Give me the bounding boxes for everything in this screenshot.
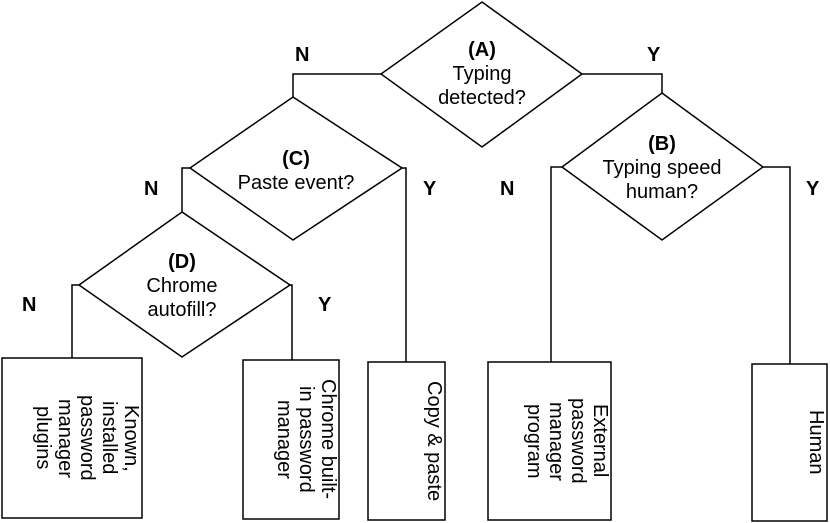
decision-b-no: N (500, 178, 515, 200)
decision-d-line2: autofill? (147, 299, 217, 321)
edge-d-no (71, 284, 79, 358)
outcome-external-program-line2: password (567, 398, 589, 484)
outcome-external-program: External password manager program (488, 362, 611, 520)
edge-a-yes (582, 73, 663, 93)
decision-b-line2: human? (625, 181, 699, 203)
outcome-external-program-line4: program (523, 403, 545, 479)
decision-a-line1: Typing (452, 63, 512, 85)
decision-c-shape (188, 96, 404, 241)
decision-a-label: (A) Typing detected? (432, 38, 532, 110)
outcome-human-line1: Human (805, 410, 827, 475)
edge-c-no (181, 167, 190, 212)
outcome-known-plugins-line5: plugins (32, 406, 54, 470)
outcome-known-plugins-line2: installed (98, 401, 120, 475)
outcome-known-plugins-box (1, 357, 143, 519)
decision-a-shape (379, 1, 584, 148)
decision-d-label: (D) Chrome autofill? (122, 250, 242, 322)
edge-b-no (550, 166, 562, 362)
edge-d-yes (290, 284, 293, 360)
outcome-external-program-line3: manager (545, 401, 567, 481)
outcome-chrome-builtin-line1: Chrome built- (317, 379, 339, 500)
outcome-copy-paste: Copy & paste (368, 362, 445, 520)
decision-a-line2: detected? (438, 87, 526, 109)
outcome-copy-paste-box (367, 361, 446, 521)
outcome-known-plugins: Known, installed password manager plugin… (2, 358, 142, 518)
decision-b-label: (B) Typing speed human? (592, 132, 732, 204)
outcome-chrome-builtin-box (242, 359, 340, 520)
edge-b-yes (763, 166, 791, 364)
decision-d-no: N (22, 294, 37, 316)
outcome-external-program-box (487, 361, 612, 521)
outcome-known-plugins-line4: manager (54, 398, 76, 478)
outcome-chrome-builtin-line3: manager (273, 400, 295, 479)
decision-d-yes: Y (318, 294, 332, 316)
edge-c-yes (402, 167, 407, 362)
decision-a-id: (A) (468, 39, 496, 61)
decision-c-line1: Paste event? (237, 172, 355, 194)
outcome-chrome-builtin: Chrome built- in password manager (243, 360, 339, 519)
decision-b-id: (B) (648, 133, 676, 155)
outcome-external-program-line1: External (589, 404, 611, 478)
outcome-human: Human (752, 364, 827, 521)
edge-a-no (292, 73, 381, 97)
outcome-chrome-builtin-line2: in password (295, 386, 317, 493)
decision-b-shape (560, 92, 765, 241)
decision-c-label: (C) Paste event? (226, 147, 366, 195)
outcome-copy-paste-line1: Copy & paste (423, 380, 445, 502)
decision-c-id: (C) (282, 148, 310, 170)
decision-c-no: N (144, 178, 159, 200)
decision-b-line1: Typing speed (602, 157, 722, 179)
outcome-known-plugins-line1: Known, (120, 404, 142, 472)
decision-d-line1: Chrome (146, 275, 218, 297)
decision-c-yes: Y (423, 178, 437, 200)
decision-a-yes: Y (647, 44, 661, 66)
decision-d-shape (77, 211, 292, 358)
outcome-known-plugins-line3: password (76, 395, 98, 481)
decision-d-id: (D) (168, 251, 196, 273)
decision-a-no: N (295, 44, 310, 66)
outcome-human-box (751, 363, 828, 522)
decision-b-yes: Y (806, 178, 820, 200)
